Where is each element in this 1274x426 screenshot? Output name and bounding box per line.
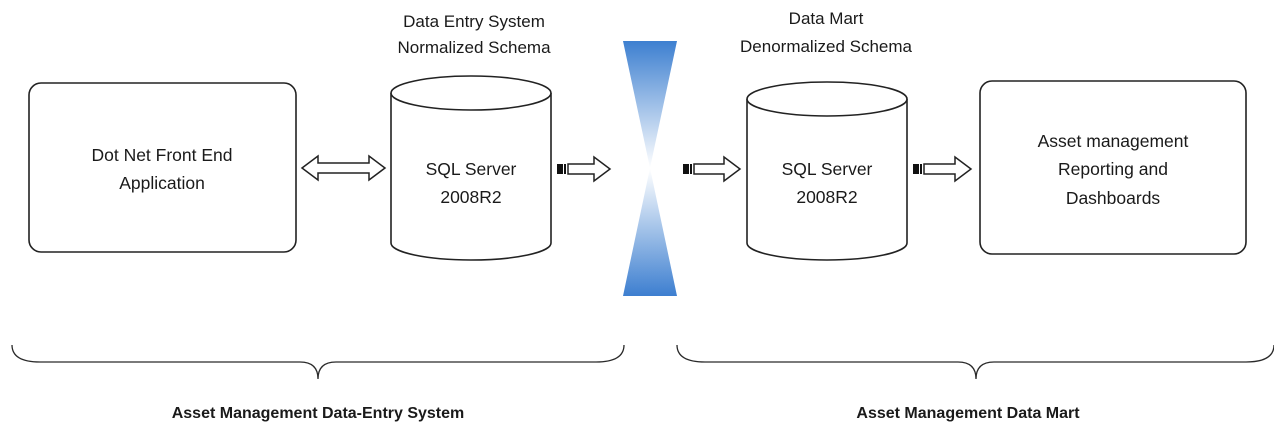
load-arrow-icon bbox=[683, 155, 742, 183]
left-section-brace bbox=[11, 344, 625, 380]
data-entry-system-section-label: Asset Management Data-Entry System bbox=[172, 405, 465, 422]
reporting-arrow-icon bbox=[913, 155, 973, 183]
reporting-dashboards-box: Asset management Reporting and Dashboard… bbox=[979, 80, 1247, 255]
reporting-label-line2: Reporting and bbox=[1058, 159, 1168, 179]
front-end-label-line2: Application bbox=[119, 173, 205, 193]
source-db-label-line2: 2008R2 bbox=[440, 187, 501, 207]
reporting-label-line1: Asset management bbox=[1038, 131, 1189, 151]
source-database-cylinder: SQL Server 2008R2 bbox=[390, 75, 552, 261]
data-mart-section-label: Asset Management Data Mart bbox=[856, 405, 1080, 422]
right-section-brace bbox=[676, 344, 1274, 380]
front-end-label-line1: Dot Net Front End bbox=[91, 145, 232, 165]
mart-schema-caption-line2: Denormalized Schema bbox=[740, 37, 913, 56]
source-schema-caption-line2: Normalized Schema bbox=[397, 38, 551, 57]
source-db-label-line1: SQL Server bbox=[426, 159, 517, 179]
front-end-application-box: Dot Net Front End Application bbox=[28, 82, 297, 253]
mart-db-label-line2: 2008R2 bbox=[796, 187, 857, 207]
mart-database-cylinder: SQL Server 2008R2 bbox=[746, 81, 908, 261]
mart-schema-caption-line1: Data Mart bbox=[789, 9, 864, 28]
source-schema-caption-line1: Data Entry System bbox=[403, 12, 545, 31]
etl-boundary-hourglass-icon bbox=[623, 41, 677, 296]
extract-arrow-icon bbox=[557, 155, 612, 183]
reporting-label-line3: Dashboards bbox=[1066, 188, 1161, 208]
bidirectional-arrow-icon bbox=[300, 154, 387, 182]
mart-db-label-line1: SQL Server bbox=[782, 159, 873, 179]
